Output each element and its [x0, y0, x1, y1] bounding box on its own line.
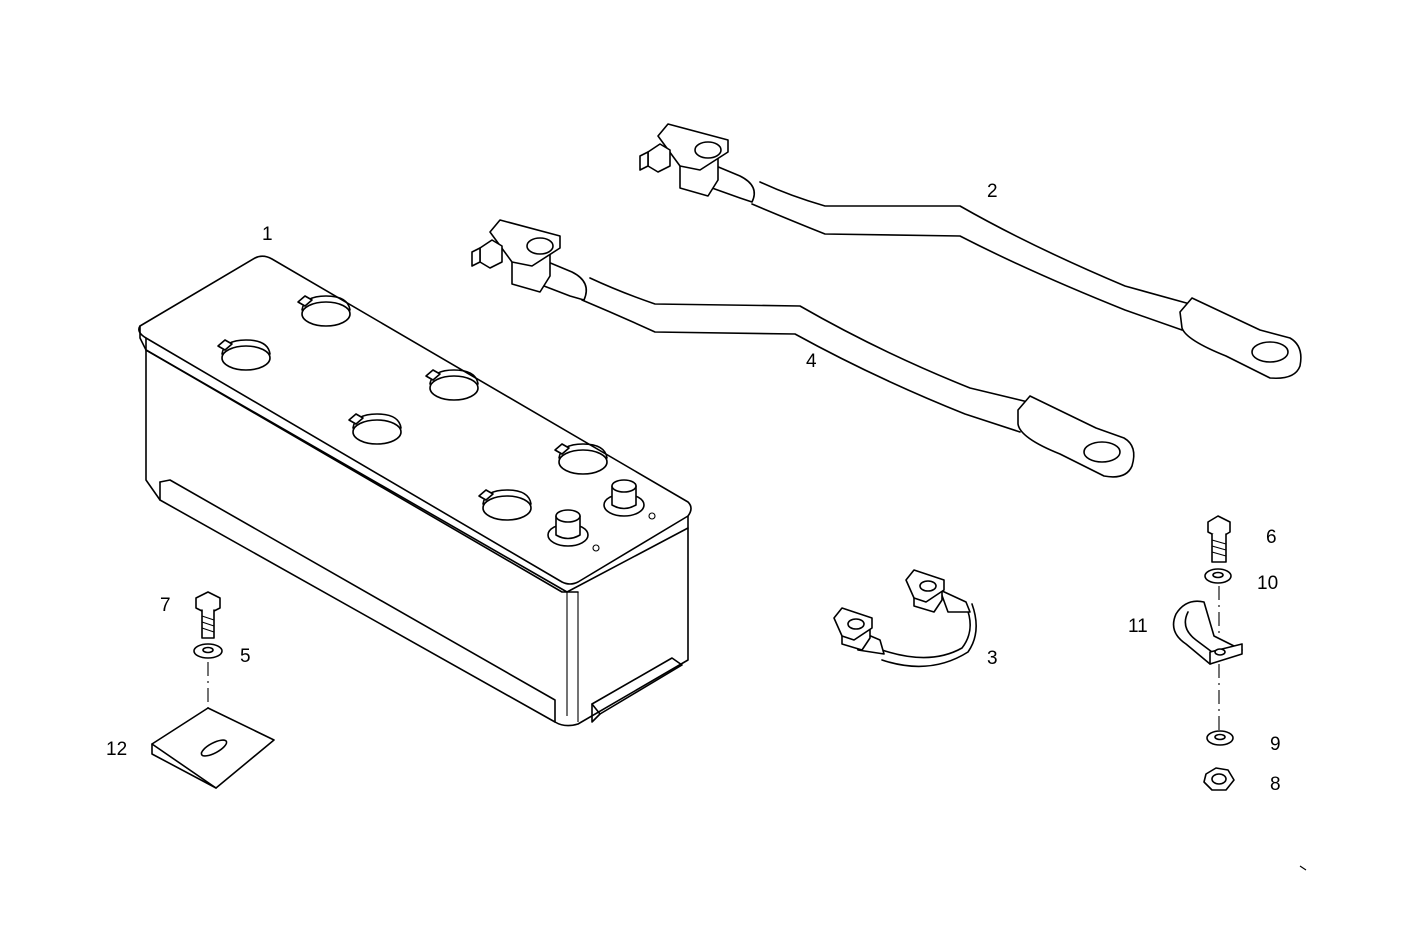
label-11: 11	[1128, 616, 1148, 637]
label-4: 4	[806, 351, 817, 372]
vent-cap	[297, 295, 351, 327]
washer-left	[193, 643, 223, 659]
terminal-post	[547, 509, 600, 552]
label-12: 12	[106, 739, 127, 760]
label-8: 8	[1270, 774, 1281, 795]
label-3: 3	[987, 648, 998, 669]
vent-cap	[425, 369, 479, 401]
label-10: 10	[1257, 573, 1278, 594]
vent-cap	[348, 413, 402, 445]
bolt-left	[195, 591, 221, 639]
hex-nut	[1203, 767, 1235, 791]
vent-cap	[478, 489, 532, 521]
label-7: 7	[160, 595, 171, 616]
cable-clamp	[1172, 600, 1243, 665]
label-5: 5	[240, 646, 251, 667]
terminal-post	[603, 479, 656, 520]
mounting-bracket	[151, 707, 275, 789]
label-1: 1	[262, 224, 273, 245]
corner-mark	[1299, 865, 1307, 871]
vent-cap	[217, 339, 271, 371]
jumper-cable	[833, 569, 977, 668]
label-6: 6	[1266, 527, 1277, 548]
battery	[138, 255, 692, 727]
label-9: 9	[1270, 734, 1281, 755]
bolt-right	[1207, 515, 1231, 563]
washer-right-lower	[1206, 730, 1234, 746]
label-2: 2	[987, 181, 998, 202]
washer-right-upper	[1204, 568, 1232, 584]
battery-cable-long-lower	[471, 219, 1135, 478]
battery-cable-long-upper	[639, 123, 1302, 380]
vent-cap	[554, 443, 608, 475]
